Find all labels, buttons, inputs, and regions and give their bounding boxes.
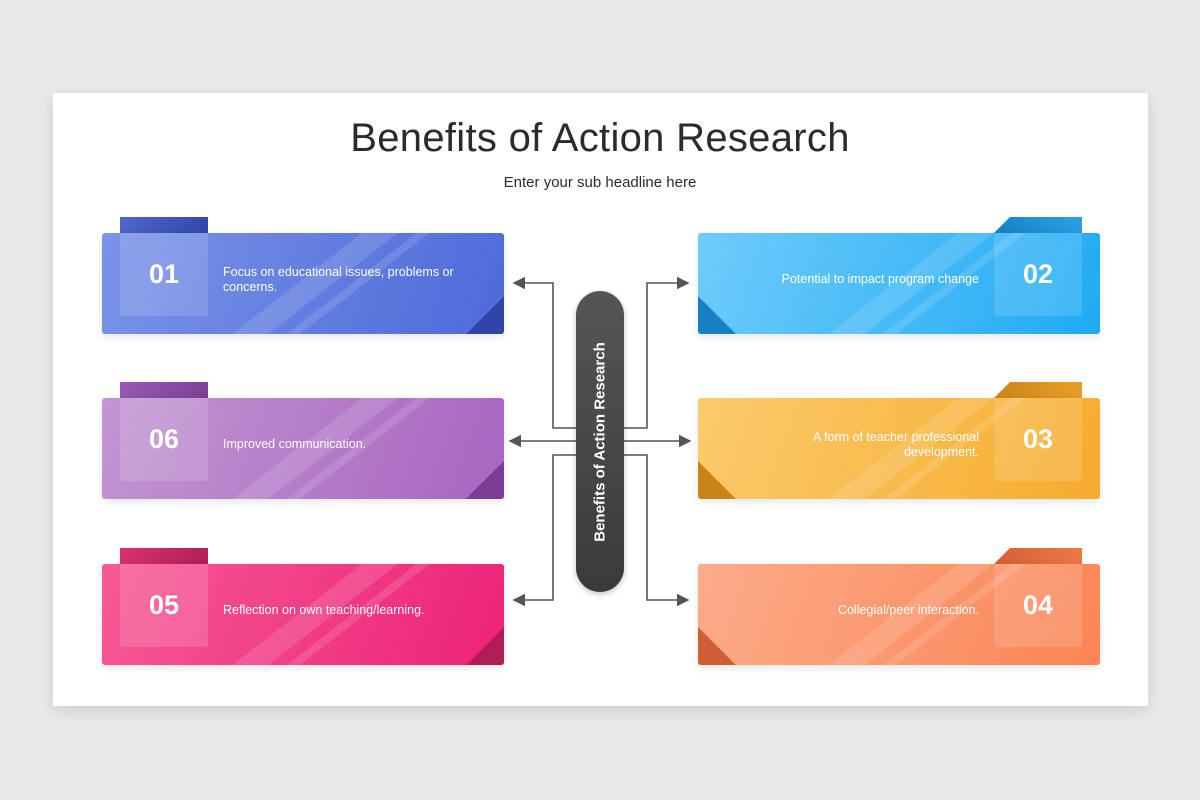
page-curl [466, 627, 504, 665]
card-number: 05 [120, 564, 208, 647]
benefit-card-01: 01 Focus on educational issues, problems… [102, 217, 504, 334]
connector-to-01 [512, 276, 577, 429]
benefit-card-03: 03 A form of teacher professional develo… [698, 382, 1100, 499]
card-body: 03 A form of teacher professional develo… [698, 398, 1100, 499]
benefit-card-05: 05 Reflection on own teaching/learning. [102, 548, 504, 665]
center-label: Benefits of Action Research [591, 341, 609, 542]
card-body: 04 Collegial/peer interaction. [698, 564, 1100, 665]
card-tab [994, 382, 1082, 398]
card-number: 06 [120, 398, 208, 481]
page-curl [466, 461, 504, 499]
card-tab [120, 382, 208, 398]
card-tab [994, 217, 1082, 233]
card-body: 01 Focus on educational issues, problems… [102, 233, 504, 334]
card-text: Collegial/peer interaction. [837, 603, 979, 617]
page-curl [698, 461, 736, 499]
page-curl [466, 296, 504, 334]
benefit-card-02: 02 Potential to impact program change [698, 217, 1100, 334]
connector-to-02 [623, 276, 690, 429]
sub-headline: Enter your sub headline here [503, 174, 697, 191]
connector-to-04 [623, 454, 690, 607]
card-text: A form of teacher professional developme… [812, 429, 979, 459]
connector-to-05 [512, 454, 577, 607]
card-text: Improved communication. [223, 437, 367, 451]
card-tab [120, 548, 208, 564]
card-tab [994, 548, 1082, 564]
card-body: 02 Potential to impact program change [698, 233, 1100, 334]
page-curl [698, 296, 736, 334]
card-number: 03 [994, 398, 1082, 481]
card-number: 04 [994, 564, 1082, 647]
page-curl [698, 627, 736, 665]
center-pill: Benefits of Action Research [576, 291, 624, 592]
benefit-card-04: 04 Collegial/peer interaction. [698, 548, 1100, 665]
card-number: 01 [120, 233, 208, 316]
benefit-card-06: 06 Improved communication. [102, 382, 504, 499]
page-title: Benefits of Action Research [350, 116, 850, 160]
card-tab [120, 217, 208, 233]
card-body: 06 Improved communication. [102, 398, 504, 499]
card-text: Potential to impact program change [781, 272, 979, 286]
card-text: Focus on educational issues, problems or… [223, 264, 454, 294]
card-text: Reflection on own teaching/learning. [223, 603, 425, 617]
card-body: 05 Reflection on own teaching/learning. [102, 564, 504, 665]
card-number: 02 [994, 233, 1082, 316]
